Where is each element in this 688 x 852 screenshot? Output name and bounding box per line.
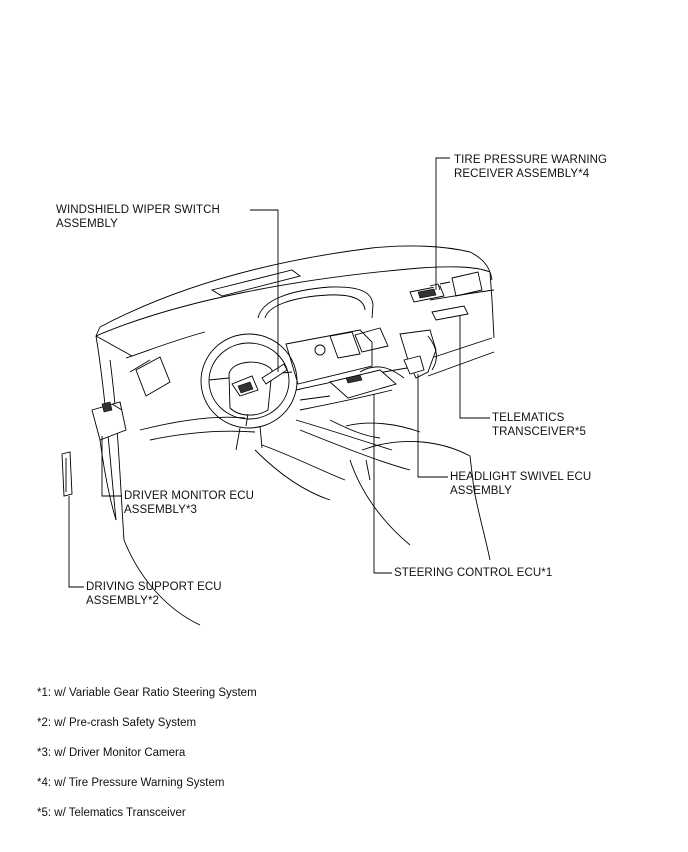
driver-monitor-ecu-label-line2: ASSEMBLY*3 xyxy=(124,504,198,516)
tire-pressure-receiver-label: TIRE PRESSURE WARNING RECEIVER ASSEMBLY*… xyxy=(454,153,607,181)
footnote-1: *1: w/ Variable Gear Ratio Steering Syst… xyxy=(37,687,257,699)
steering-control-ecu-label-line1: STEERING CONTROL ECU*1 xyxy=(394,567,553,579)
footnote-5: *5: w/ Telematics Transceiver xyxy=(37,807,186,819)
tire-pressure-receiver-label-line2: RECEIVER ASSEMBLY*4 xyxy=(454,168,590,180)
wiper-switch-label-line2: ASSEMBLY xyxy=(56,218,118,230)
tire-pressure-receiver-label-line1: TIRE PRESSURE WARNING xyxy=(454,154,608,166)
telematics-transceiver-label-line1: TELEMATICS xyxy=(492,412,565,424)
driving-support-ecu-label-line2: ASSEMBLY*2 xyxy=(86,595,160,607)
headlight-swivel-ecu-label-line1: HEADLIGHT SWIVEL ECU xyxy=(450,471,592,483)
footnote-2: *2: w/ Pre-crash Safety System xyxy=(37,717,197,729)
telematics-transceiver-label-line2: TRANSCEIVER*5 xyxy=(492,426,586,438)
wiper-switch-label-line1: WINDSHIELD WIPER SWITCH xyxy=(56,204,220,216)
footnote-4: *4: w/ Tire Pressure Warning System xyxy=(37,777,225,789)
dashboard-drawing xyxy=(61,245,495,626)
driver-monitor-ecu-label-line1: DRIVER MONITOR ECU xyxy=(124,490,255,502)
leader-lines xyxy=(68,157,490,588)
steering-control-ecu-label: STEERING CONTROL ECU*1 xyxy=(394,566,552,580)
wiper-switch-label: WINDSHIELD WIPER SWITCH ASSEMBLY xyxy=(56,203,220,231)
driving-support-ecu-label-line1: DRIVING SUPPORT ECU xyxy=(86,581,222,593)
footnote-3: *3: w/ Driver Monitor Camera xyxy=(37,747,186,759)
driver-monitor-ecu-label: DRIVER MONITOR ECU ASSEMBLY*3 xyxy=(124,489,254,517)
headlight-swivel-ecu-label: HEADLIGHT SWIVEL ECU ASSEMBLY xyxy=(450,470,591,498)
driving-support-ecu-label: DRIVING SUPPORT ECU ASSEMBLY*2 xyxy=(86,580,222,608)
headlight-swivel-ecu-label-line2: ASSEMBLY xyxy=(450,485,512,497)
telematics-transceiver-label: TELEMATICS TRANSCEIVER*5 xyxy=(492,411,586,439)
